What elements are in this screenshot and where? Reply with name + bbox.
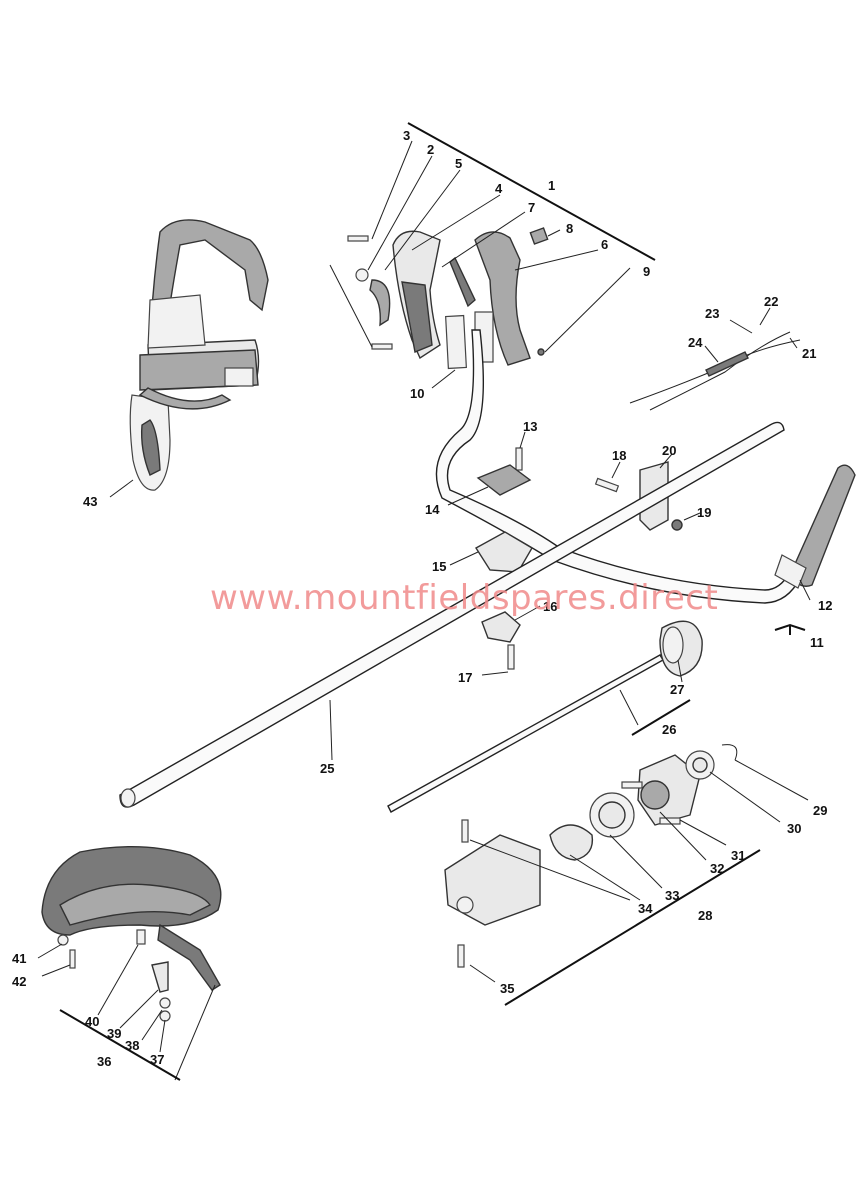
drive-shaft (387, 620, 703, 813)
label-40: 40 (85, 1014, 99, 1029)
label-15: 15 (432, 559, 446, 574)
guard-assembly (37, 845, 222, 1081)
part-labels: 1 2 3 4 5 6 7 8 9 10 11 12 13 14 15 16 1… (12, 128, 832, 1069)
label-12: 12 (818, 598, 832, 613)
label-30: 30 (787, 821, 801, 836)
label-41: 41 (12, 951, 26, 966)
main-shaft (119, 421, 785, 808)
label-38: 38 (125, 1038, 139, 1053)
harness (109, 219, 269, 498)
label-11: 11 (810, 635, 824, 650)
label-8: 8 (566, 221, 573, 236)
label-21: 21 (802, 346, 816, 361)
clamp-parts (447, 431, 701, 676)
label-43: 43 (83, 494, 97, 509)
label-27: 27 (670, 682, 684, 697)
label-24: 24 (688, 335, 703, 350)
label-35: 35 (500, 981, 514, 996)
handlebar (435, 329, 856, 635)
label-37: 37 (150, 1052, 164, 1067)
label-20: 20 (662, 443, 676, 458)
label-28: 28 (698, 908, 712, 923)
cable-set (629, 307, 801, 411)
label-32: 32 (710, 861, 724, 876)
label-33: 33 (665, 888, 679, 903)
label-31: 31 (731, 848, 745, 863)
label-3: 3 (403, 128, 410, 143)
label-29: 29 (813, 803, 827, 818)
label-5: 5 (455, 156, 462, 171)
label-36: 36 (97, 1054, 111, 1069)
label-42: 42 (12, 974, 26, 989)
label-16: 16 (543, 599, 557, 614)
label-7: 7 (528, 200, 535, 215)
label-22: 22 (764, 294, 778, 309)
label-39: 39 (107, 1026, 121, 1041)
label-14: 14 (425, 502, 440, 517)
label-34: 34 (638, 901, 653, 916)
label-1: 1 (548, 178, 555, 193)
handle-assembly (329, 122, 656, 389)
label-6: 6 (601, 237, 608, 252)
label-10: 10 (410, 386, 424, 401)
gearbox-assembly (444, 744, 809, 1006)
label-17: 17 (458, 670, 472, 685)
label-18: 18 (612, 448, 626, 463)
label-23: 23 (705, 306, 719, 321)
label-13: 13 (523, 419, 537, 434)
watermark: www.mountfieldspares.direct (210, 578, 719, 618)
label-26: 26 (662, 722, 676, 737)
label-2: 2 (427, 142, 434, 157)
label-25: 25 (320, 761, 334, 776)
label-9: 9 (643, 264, 650, 279)
label-4: 4 (495, 181, 503, 196)
label-19: 19 (697, 505, 711, 520)
